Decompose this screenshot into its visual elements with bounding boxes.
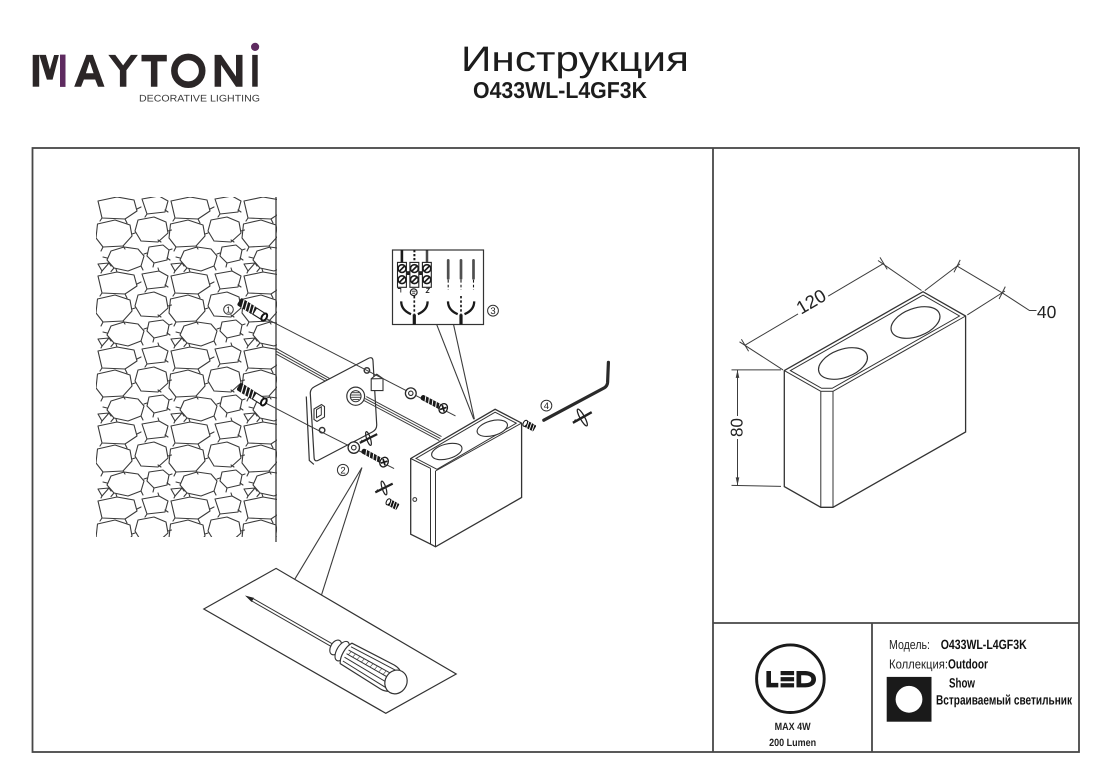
svg-text:Коллекция:: Коллекция: <box>889 657 948 672</box>
svg-text:Встраиваемый светильник: Встраиваемый светильник <box>936 692 1072 707</box>
svg-text:80: 80 <box>728 418 747 437</box>
svg-text:Show: Show <box>949 675 975 690</box>
svg-text:1: 1 <box>226 305 231 315</box>
svg-text:2: 2 <box>340 465 345 476</box>
svg-text:O433WL-L4GF3K: O433WL-L4GF3K <box>473 77 647 103</box>
svg-text:40: 40 <box>1037 302 1057 322</box>
svg-text:Инструкция: Инструкция <box>461 39 689 79</box>
svg-text:Модель:: Модель: <box>889 637 930 652</box>
svg-text:3: 3 <box>490 306 495 317</box>
svg-text:4: 4 <box>544 401 549 412</box>
svg-text:DECORATIVE LIGHTING: DECORATIVE LIGHTING <box>139 93 260 104</box>
svg-text:O433WL-L4GF3K: O433WL-L4GF3K <box>941 637 1027 652</box>
svg-text:MAX 4W: MAX 4W <box>775 721 811 733</box>
svg-text:200 Lumen: 200 Lumen <box>769 737 816 749</box>
svg-text:Outdoor: Outdoor <box>948 657 989 672</box>
